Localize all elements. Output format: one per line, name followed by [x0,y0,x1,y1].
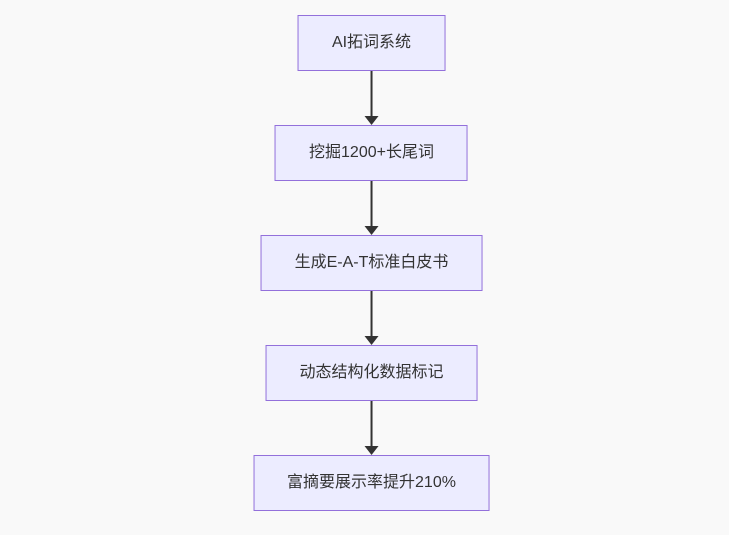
arrow-shaft [370,181,373,226]
arrowhead-down-icon [364,226,379,235]
flow-node-rich-snippet-uplift: 富摘要展示率提升210% [253,455,490,511]
arrowhead-down-icon [364,116,379,125]
flow-edge-2 [364,181,379,235]
arrow-shaft [370,401,373,446]
flowchart: AI拓词系统 挖掘1200+长尾词 生成E-A-T标准白皮书 动态结构化数据标记… [253,15,490,511]
flow-edge-3 [364,291,379,345]
flow-node-ai-keyword-system: AI拓词系统 [297,15,446,71]
flow-edge-4 [364,401,379,455]
arrow-shaft [370,291,373,336]
arrowhead-down-icon [364,336,379,345]
arrowhead-down-icon [364,446,379,455]
flow-edge-1 [364,71,379,125]
arrow-shaft [370,71,373,116]
flow-node-structured-data-markup: 动态结构化数据标记 [265,345,478,401]
flow-node-longtail-mining: 挖掘1200+长尾词 [275,125,468,181]
flow-node-eat-whitepaper: 生成E-A-T标准白皮书 [260,235,483,291]
